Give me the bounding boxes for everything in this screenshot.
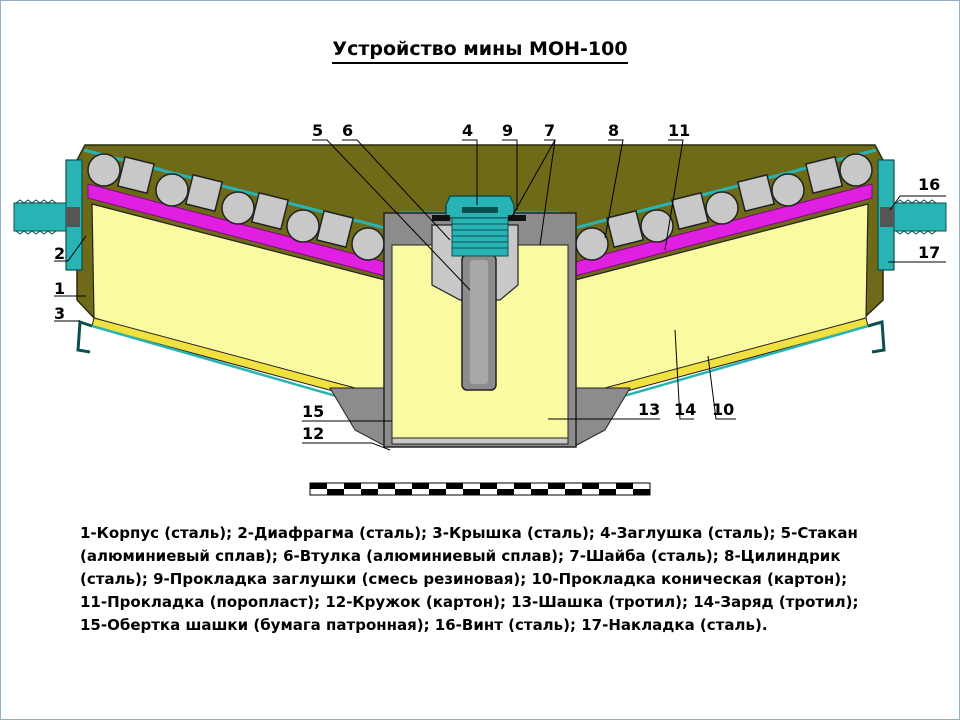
plug-slot bbox=[462, 207, 498, 213]
lid-left-lip bbox=[76, 319, 93, 354]
callout-14: 14 bbox=[674, 400, 696, 419]
washer-left bbox=[432, 215, 450, 221]
callout-3: 3 bbox=[54, 304, 65, 323]
legend-line: (сталь); 9-Прокладка заглушки (смесь рез… bbox=[80, 570, 848, 588]
legend-line: 15-Обертка шашки (бумага патронная); 16-… bbox=[80, 616, 768, 634]
callout-17: 17 bbox=[918, 243, 940, 262]
legend: 1-Корпус (сталь); 2-Диафрагма (сталь); 3… bbox=[80, 522, 930, 637]
callout-10: 10 bbox=[712, 400, 734, 419]
lid-right-lip bbox=[867, 320, 886, 354]
callout-12: 12 bbox=[302, 424, 324, 443]
scale-bar bbox=[309, 482, 651, 496]
callout-2: 2 bbox=[54, 244, 65, 263]
diagram-title: Устройство мины МОН-100 bbox=[0, 38, 960, 64]
legend-line: 11-Прокладка (поропласт); 12-Кружок (кар… bbox=[80, 593, 859, 611]
callout-1: 1 bbox=[54, 279, 65, 298]
cylinders-right bbox=[575, 153, 873, 261]
mine-cross-section: 1 2 3 4 5 6 7 8 9 10 11 12 13 14 15 16 1… bbox=[13, 121, 947, 496]
callout-11: 11 bbox=[668, 121, 690, 140]
callout-8: 8 bbox=[608, 121, 619, 140]
callout-15: 15 bbox=[302, 402, 324, 421]
legend-line: (алюминиевый сплав); 6-Втулка (алюминиев… bbox=[80, 547, 841, 565]
plug-threads bbox=[452, 223, 508, 249]
cylinders-left bbox=[87, 153, 385, 261]
callout-4: 4 bbox=[462, 121, 473, 140]
legend-line: 1-Корпус (сталь); 2-Диафрагма (сталь); 3… bbox=[80, 524, 858, 542]
callout-6: 6 bbox=[342, 121, 353, 140]
diagram-title-text: Устройство мины МОН-100 bbox=[332, 38, 628, 64]
plug-rod-inner bbox=[470, 260, 488, 384]
cardboard-disc bbox=[391, 437, 569, 445]
washer-right bbox=[508, 215, 526, 221]
leader-lines bbox=[54, 139, 946, 451]
right-screw bbox=[880, 199, 947, 235]
callout-5: 5 bbox=[312, 121, 323, 140]
callout-16: 16 bbox=[918, 175, 940, 194]
callout-7: 7 bbox=[544, 121, 555, 140]
callout-9: 9 bbox=[502, 121, 513, 140]
left-screw bbox=[13, 199, 80, 235]
callout-13: 13 bbox=[638, 400, 660, 419]
